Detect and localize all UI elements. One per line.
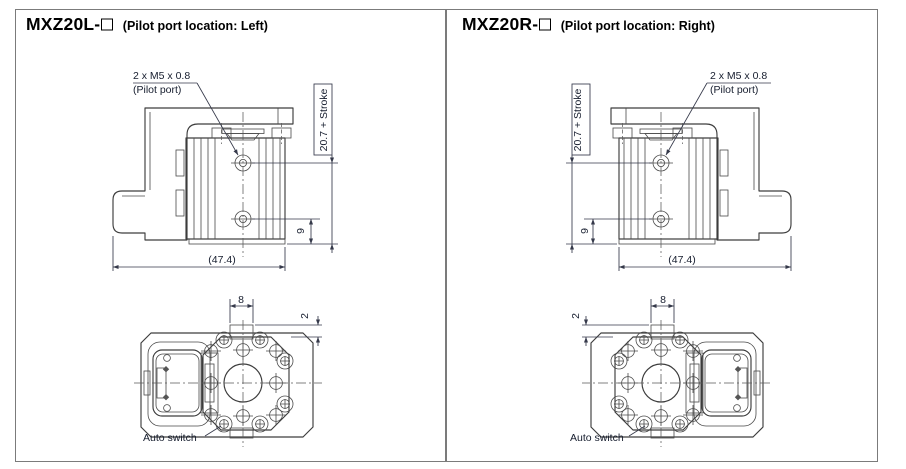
model-code: MXZ20L- (26, 14, 101, 34)
dim-tab-width-label: 8 (660, 294, 666, 306)
top-view-right (582, 299, 770, 447)
right-panel-drawing: 2 x M5 x 0.8 (Pilot port) 20.7 + Stroke … (566, 70, 791, 447)
dim-tab-width-label: 8 (238, 294, 244, 306)
side-view-right (566, 83, 791, 271)
dim-body-width-label: (47.4) (208, 254, 235, 266)
dim-step-label: 2 (299, 313, 311, 319)
dim-port-offset-label: 9 (579, 228, 591, 234)
dim-step-label: 2 (570, 313, 582, 319)
panel-divider (445, 9, 447, 461)
pilot-port-location-note: (Pilot port location: Left) (122, 19, 268, 33)
pilot-port-location-note: (Pilot port location: Right) (560, 19, 715, 33)
model-placeholder-box (101, 18, 114, 31)
dim-stroke-height-label: 20.7 + Stroke (572, 88, 584, 151)
dim-pilot-port-label: (Pilot port) (710, 84, 758, 96)
panel-title-right: MXZ20R- (Pilot port location: Right) (462, 14, 715, 35)
model-placeholder-box (539, 18, 552, 31)
page-frame (15, 9, 878, 462)
panel-title-left: MXZ20L- (Pilot port location: Left) (26, 14, 268, 35)
auto-switch-label: Auto switch (570, 432, 624, 444)
top-view-left (134, 299, 322, 447)
auto-switch-label: Auto switch (143, 432, 197, 444)
dim-pilot-thread-label: 2 x M5 x 0.8 (133, 70, 190, 82)
dim-pilot-thread-label: 2 x M5 x 0.8 (710, 70, 767, 82)
dim-pilot-port-label: (Pilot port) (133, 84, 181, 96)
auto-switch-leader (628, 425, 646, 437)
side-view-left (113, 83, 338, 271)
model-code: MXZ20R- (462, 14, 539, 34)
dim-stroke-height-label: 20.7 + Stroke (318, 88, 330, 151)
dim-port-offset-label: 9 (295, 228, 307, 234)
auto-switch-leader (204, 425, 222, 437)
left-panel-drawing: 2 x M5 x 0.8 (Pilot port) 20.7 + Stroke … (113, 70, 338, 447)
dim-body-width-label: (47.4) (668, 254, 695, 266)
